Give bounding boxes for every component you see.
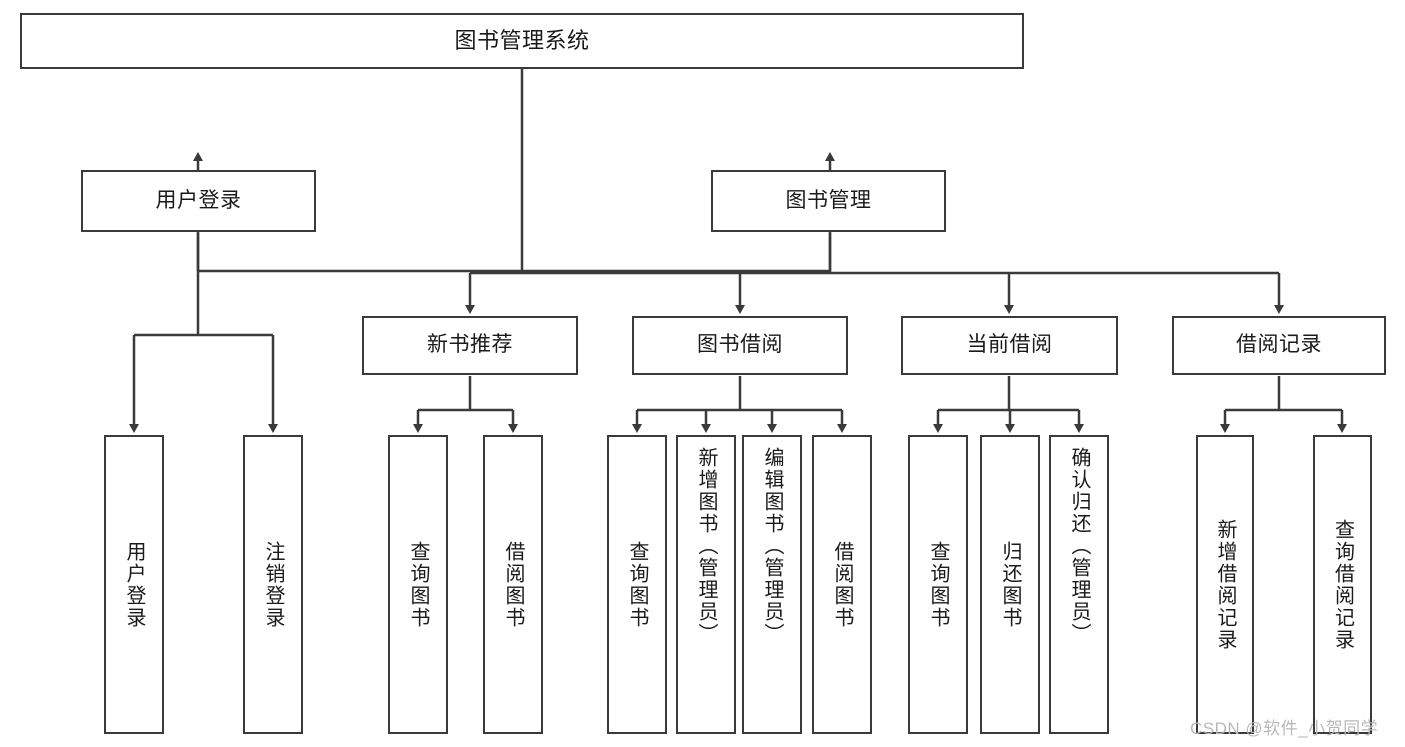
node-leaf-归还图书-9[interactable]: 归还图书: [980, 435, 1040, 734]
node-leaf-编辑图书管理员-6[interactable]: 编辑图书（管理员）: [742, 435, 802, 734]
node-label: 编辑图书（管理员）: [761, 447, 783, 645]
node-l3-当前借阅-2[interactable]: 当前借阅: [901, 316, 1118, 375]
node-root-system[interactable]: 图书管理系统: [20, 13, 1024, 69]
node-label: 查询图书: [927, 540, 949, 629]
node-label: 新增图书（管理员）: [695, 447, 717, 645]
node-leaf-借阅图书-7[interactable]: 借阅图书: [812, 435, 872, 734]
node-leaf-查询图书-2[interactable]: 查询图书: [388, 435, 448, 734]
node-label: 新增借阅记录: [1214, 518, 1236, 651]
node-label: 图书借阅: [697, 333, 783, 357]
node-leaf-用户登录-0[interactable]: 用户登录: [104, 435, 164, 734]
node-label: 当前借阅: [966, 333, 1053, 357]
node-label: 用户登录: [155, 188, 242, 212]
node-label: 查询图书: [626, 540, 648, 629]
node-label: 新书推荐: [427, 333, 513, 357]
node-label: 查询图书: [407, 540, 429, 629]
node-label: 归还图书: [999, 540, 1021, 629]
node-leaf-新增图书管理员-5[interactable]: 新增图书（管理员）: [676, 435, 736, 734]
node-l2-图书管理-1[interactable]: 图书管理: [711, 170, 946, 232]
node-label: 查询借阅记录: [1331, 518, 1354, 651]
node-leaf-注销登录-1[interactable]: 注销登录: [243, 435, 303, 734]
node-label: 借阅记录: [1236, 333, 1322, 357]
node-leaf-查询图书-8[interactable]: 查询图书: [908, 435, 968, 734]
node-label: 图书管理: [785, 188, 872, 212]
node-label: 借阅图书: [831, 540, 853, 629]
node-l2-用户登录-0[interactable]: 用户登录: [81, 170, 316, 232]
node-l3-新书推荐-0[interactable]: 新书推荐: [362, 316, 578, 375]
node-l3-借阅记录-3[interactable]: 借阅记录: [1172, 316, 1386, 375]
node-leaf-借阅图书-3[interactable]: 借阅图书: [483, 435, 543, 734]
node-leaf-确认归还管理员-10[interactable]: 确认归还（管理员）: [1049, 435, 1109, 734]
watermark-text: CSDN @软件_小贺同学: [1190, 719, 1379, 738]
node-label: 确认归还（管理员）: [1068, 447, 1090, 645]
node-label: 用户登录: [123, 540, 145, 629]
node-label: 借阅图书: [502, 540, 524, 629]
node-leaf-查询图书-4[interactable]: 查询图书: [607, 435, 667, 734]
node-label: 注销登录: [262, 540, 284, 629]
node-leaf-查询借阅记录-12[interactable]: 查询借阅记录: [1313, 435, 1372, 734]
node-leaf-新增借阅记录-11[interactable]: 新增借阅记录: [1196, 435, 1254, 734]
node-l3-图书借阅-1[interactable]: 图书借阅: [632, 316, 848, 375]
